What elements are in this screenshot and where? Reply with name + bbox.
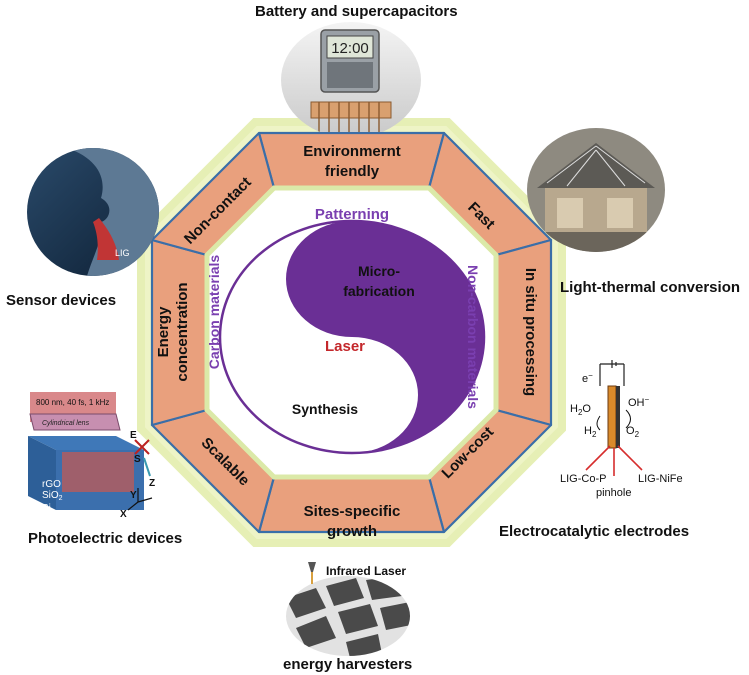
- segment-left-label-1: Energy: [155, 306, 172, 358]
- center-middle-label: Laser: [325, 338, 365, 355]
- oh-label: OH−: [628, 395, 650, 409]
- label-energy-harvesters: energy harvesters: [283, 656, 413, 673]
- infrared-laser-label: Infrared Laser: [326, 564, 406, 578]
- lig-co-p-label: LIG-Co-P: [560, 473, 606, 485]
- lens-label: Cylindrical lens: [42, 420, 90, 427]
- oh-minus: −: [645, 395, 650, 404]
- layer-rgo-label: rGO: [42, 479, 61, 490]
- clock-display: 12:00: [331, 40, 369, 57]
- yinyang-symbol: [218, 219, 486, 455]
- h2o-sub: 2: [578, 408, 583, 417]
- h2-label: H2: [584, 425, 597, 439]
- octagon-ring: [150, 131, 553, 534]
- axis-s-label: S: [134, 454, 141, 465]
- center-top-label: Patterning: [315, 206, 389, 223]
- photo-laser-label: 800 nm, 40 fs, 1 kHz: [36, 398, 109, 407]
- segment-bottom-label-1: Sites-specific: [304, 503, 401, 520]
- light-thermal-image: [527, 128, 665, 252]
- segment-right-label: In situ processing: [522, 268, 539, 396]
- electron-e: e: [582, 373, 588, 385]
- layer-sio2-label: SiO2: [42, 490, 63, 502]
- center-dark-label-1: Micro-: [358, 263, 400, 279]
- label-light-thermal: Light-thermal conversion: [560, 279, 741, 296]
- h2o-o: O: [582, 403, 591, 415]
- o2-o: O: [626, 425, 635, 437]
- sensor-lig-label: LIG: [115, 248, 130, 258]
- energy-harvester-image: Infrared Laser: [286, 562, 410, 656]
- o2-sub: 2: [635, 430, 640, 439]
- sio2-text: SiO: [42, 490, 59, 501]
- layer-si-label: Si: [42, 503, 51, 514]
- label-battery: Battery and supercapacitors: [255, 3, 458, 20]
- h2-h: H: [584, 425, 592, 437]
- segment-top-label-2: friendly: [325, 163, 380, 180]
- axis-z-label: Z: [149, 478, 155, 489]
- h2-sub: 2: [592, 430, 597, 439]
- electron-label: e−: [582, 371, 593, 385]
- label-sensor: Sensor devices: [6, 292, 117, 309]
- center-right-label: Non-carbon materials: [465, 265, 481, 409]
- axis-x-label: X: [120, 509, 127, 520]
- axis-y-label: Y: [130, 490, 137, 501]
- oh-text: OH: [628, 397, 645, 409]
- label-electrocatalytic: Electrocatalytic electrodes: [499, 523, 690, 540]
- electrocatalytic-image: e− H2O H2 OH− O2 LIG-Co-P LIG-NiFe pinho…: [560, 360, 683, 499]
- center-dark-label-2: fabrication: [343, 283, 415, 299]
- lig-nife-label: LIG-NiFe: [638, 473, 683, 485]
- segment-top-label-1: Environmernt: [303, 143, 401, 160]
- center-left-label: Carbon materials: [206, 255, 222, 370]
- sensor-image: LIG: [27, 148, 159, 276]
- yinyang-dark-half: [286, 221, 484, 453]
- h2o-label: H2O: [570, 403, 591, 417]
- electron-minus: −: [588, 371, 593, 380]
- center-light-label: Synthesis: [292, 401, 358, 417]
- photoelectric-image: 800 nm, 40 fs, 1 kHz Cylindrical lens rG…: [28, 392, 155, 520]
- pinhole-label: pinhole: [596, 487, 631, 499]
- segment-bottom-label-2: growth: [327, 523, 377, 540]
- axis-e-label: E: [130, 430, 137, 441]
- h2o-h: H: [570, 403, 578, 415]
- segment-left-label-2: concentration: [174, 282, 191, 381]
- o2-label: O2: [626, 425, 640, 439]
- sio2-subscript: 2: [59, 495, 63, 502]
- label-photoelectric: Photoelectric devices: [28, 530, 183, 547]
- battery-image: 12:00: [281, 22, 421, 132]
